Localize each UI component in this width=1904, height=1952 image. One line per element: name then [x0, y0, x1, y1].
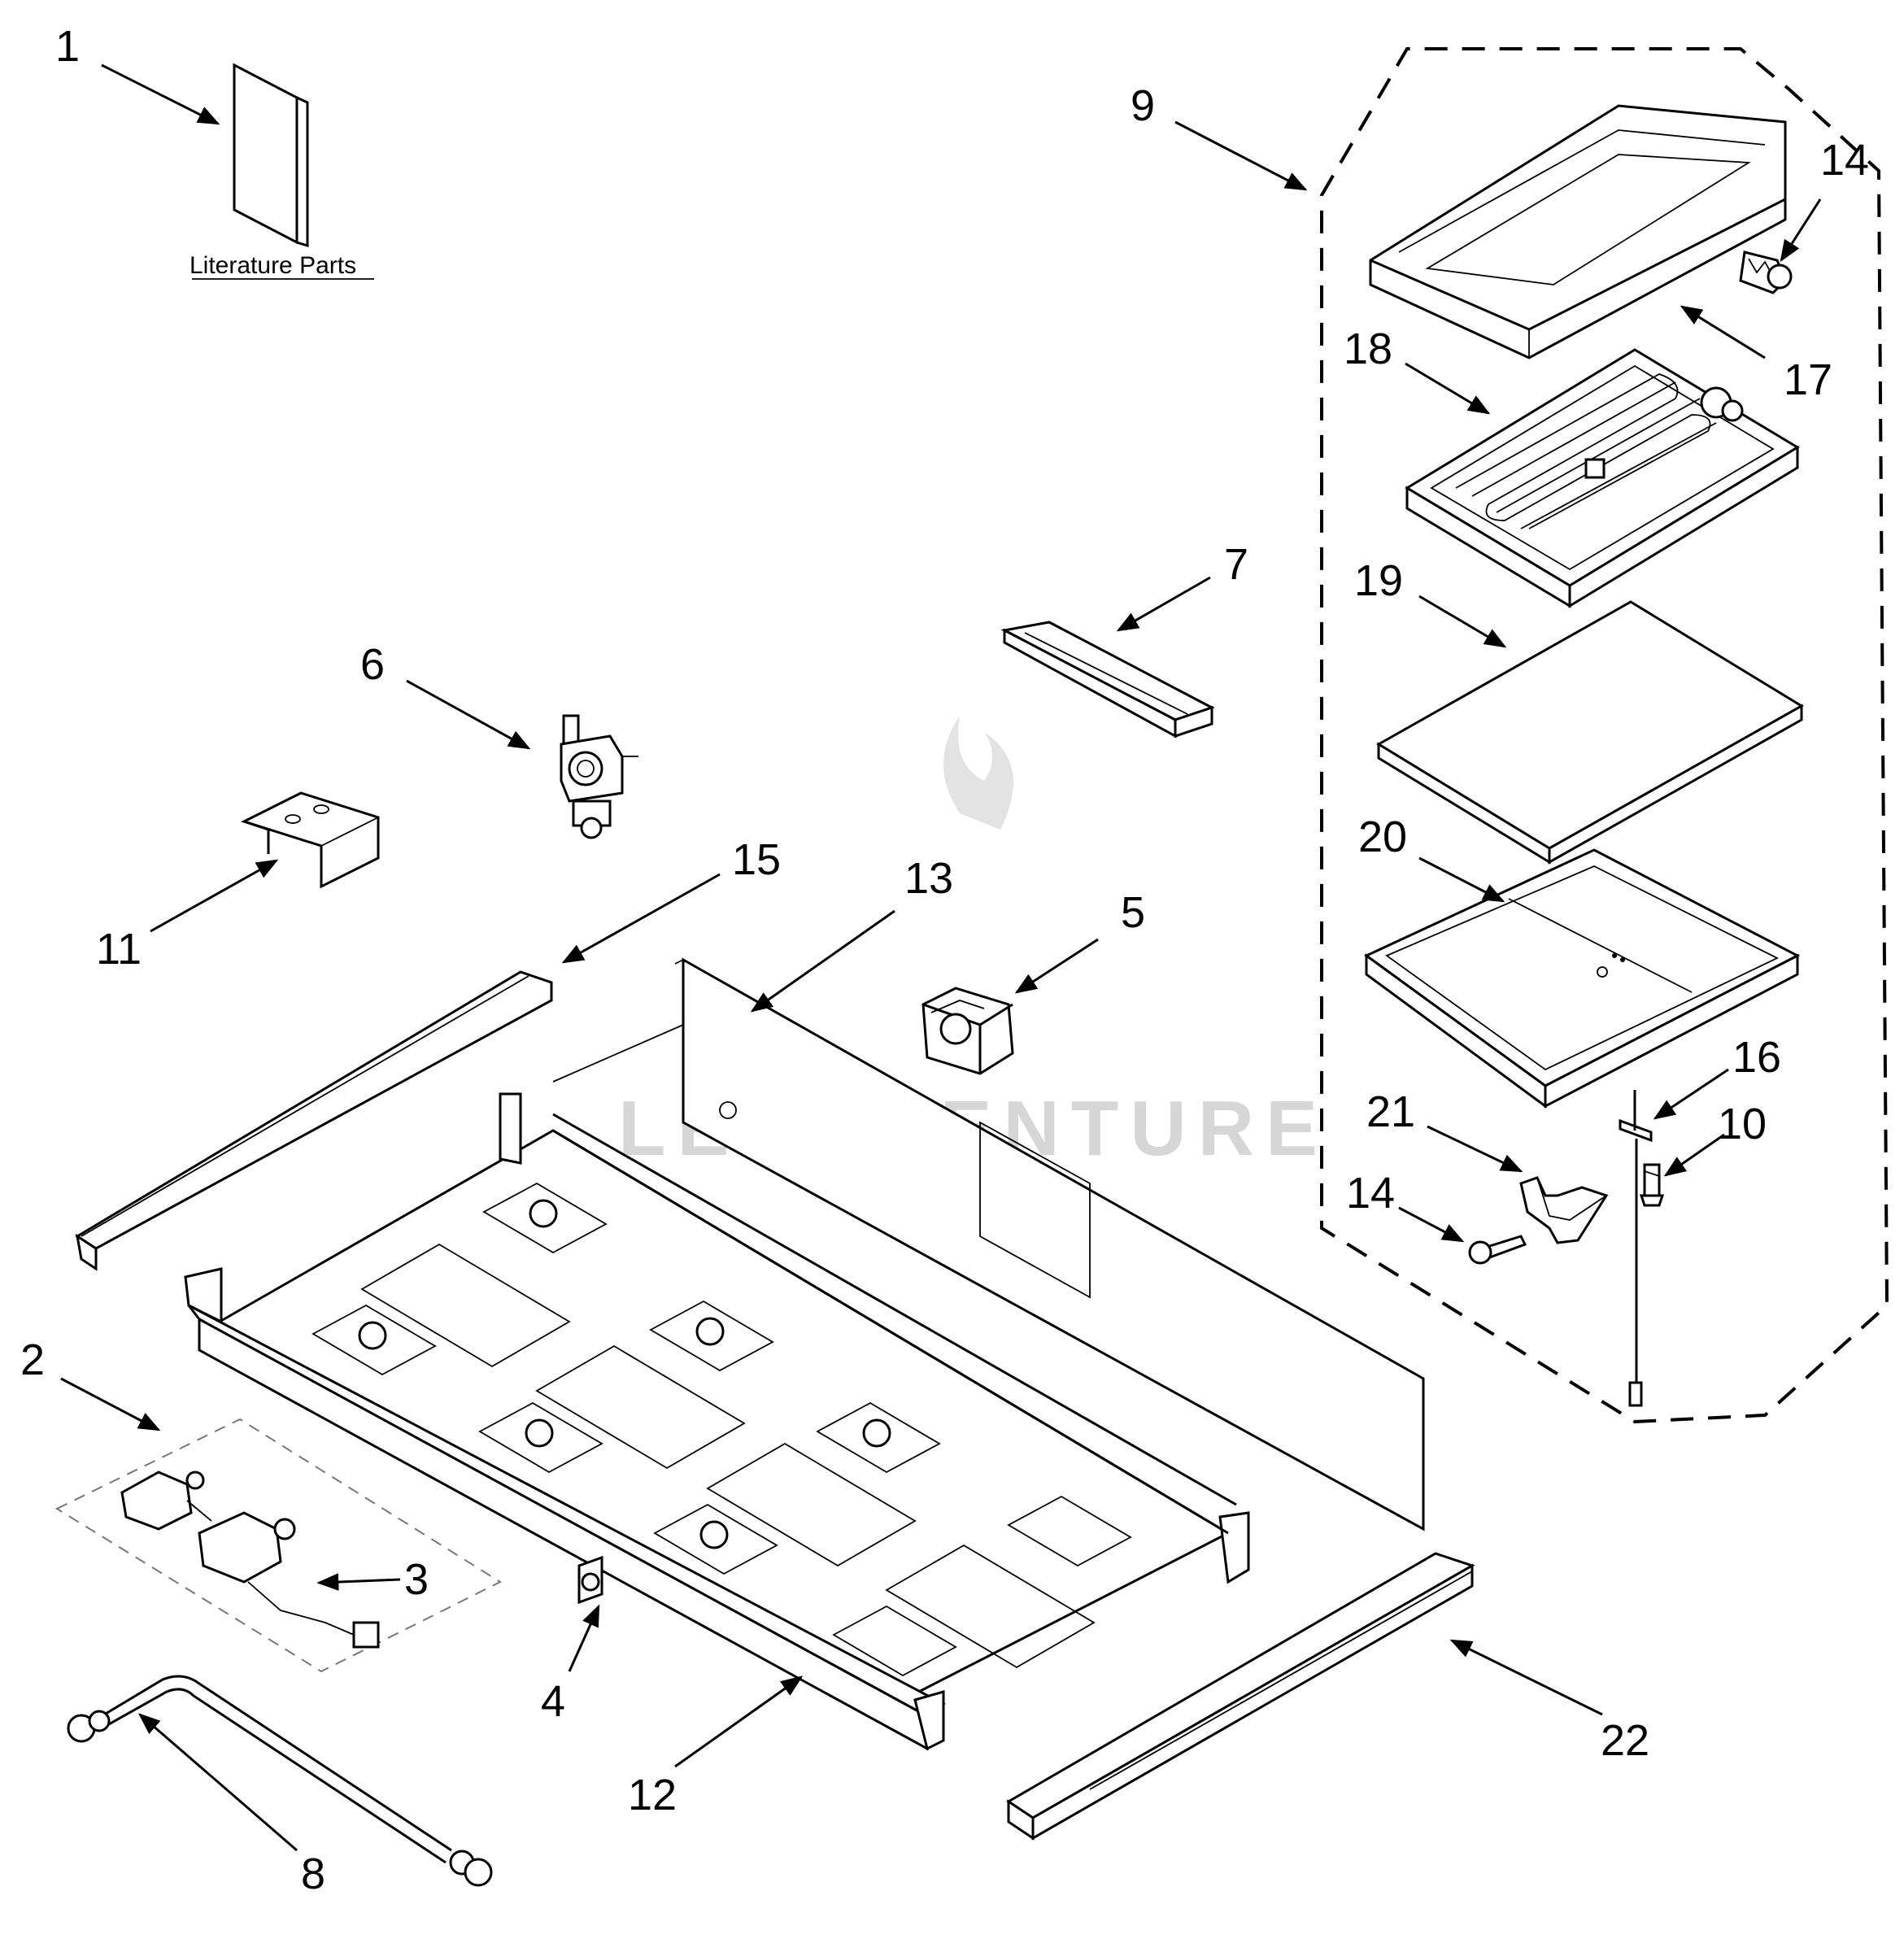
arrow-8 [137, 1713, 298, 1852]
part-5-regulator [922, 987, 1014, 1075]
arrow-13 [750, 909, 895, 1013]
part-14-screw-bottom [1468, 1235, 1527, 1265]
arrow-22 [1449, 1639, 1603, 1716]
part-8-gas-tube [67, 1675, 493, 1887]
part-1-literature-booklet: Literature Parts [190, 63, 374, 280]
burner-mount-8 [832, 1605, 957, 1677]
part-3-valve-harness [120, 1471, 380, 1649]
callout-15: 15 [732, 835, 781, 884]
part-7-drip-tray [1000, 621, 1215, 739]
callout-21: 21 [1366, 1087, 1415, 1136]
burner-mount-6 [653, 1503, 778, 1575]
callout-7: 7 [1224, 540, 1248, 589]
callout-20: 20 [1358, 813, 1407, 861]
arrow-4 [568, 1604, 600, 1672]
arrow-10 [1663, 1133, 1725, 1177]
part-10-screw [1639, 1163, 1665, 1207]
callout-12: 12 [628, 1771, 677, 1819]
part-21-bracket [1519, 1176, 1609, 1244]
part-11-bracket [241, 791, 380, 889]
callout-2: 2 [20, 1335, 45, 1384]
part-16-sensor-probe [1619, 1090, 1653, 1407]
literature-parts-label: Literature Parts [190, 252, 356, 279]
part-15-side-rail [75, 970, 553, 1271]
part-19-insulation-pad [1376, 600, 1804, 865]
part-2-valve-assembly-outline [54, 1418, 503, 1673]
callout-1: 1 [55, 22, 80, 71]
callout-10: 10 [1718, 1100, 1767, 1148]
callout-18: 18 [1344, 325, 1392, 373]
callout-22: 22 [1601, 1716, 1649, 1765]
callout-14-top: 14 [1820, 136, 1869, 185]
arrow-18 [1405, 362, 1491, 415]
part-17-griddle-plate [1369, 104, 1787, 359]
part-6-valve [560, 714, 638, 839]
arrow-16 [1653, 1068, 1729, 1120]
arrow-6 [406, 679, 531, 750]
part-14-screw-top [1739, 251, 1793, 294]
burner-mount-1 [482, 1182, 608, 1254]
callout-14-bottom: 14 [1346, 1169, 1395, 1218]
arrow-17 [1680, 305, 1766, 359]
arrow-19 [1418, 595, 1507, 648]
part-22-front-rail [1006, 1552, 1475, 1841]
part-4-switch [577, 1555, 603, 1605]
arrow-14b [1398, 1206, 1465, 1243]
burner-mount-2 [312, 1304, 437, 1376]
arrow-15 [561, 873, 721, 964]
callout-9: 9 [1131, 81, 1155, 130]
arrow-11 [150, 859, 279, 933]
callout-3: 3 [404, 1555, 429, 1604]
arrow-21 [1427, 1125, 1523, 1173]
arrow-7 [1116, 576, 1211, 632]
burner-mount-3 [649, 1300, 774, 1372]
part-20-tray [1364, 848, 1801, 1109]
callout-17: 17 [1784, 355, 1832, 404]
arrow-3 [316, 1573, 401, 1591]
arrow-1 [101, 63, 220, 125]
callout-6: 6 [360, 640, 385, 689]
callout-4: 4 [541, 1677, 565, 1726]
leader-arrows [60, 63, 1822, 1852]
callout-19: 19 [1354, 556, 1403, 605]
arrow-9 [1174, 120, 1308, 191]
part-18-heating-element-frame [1405, 348, 1800, 608]
part-12-burner-box [184, 1092, 1250, 1751]
part-9-griddle-assembly-outline [1320, 47, 1889, 1424]
callout-11: 11 [96, 925, 142, 974]
arrow-12 [674, 1675, 804, 1768]
arrow-5 [1014, 938, 1099, 994]
arrow-20 [1418, 856, 1505, 903]
part-13-back-panel [552, 957, 1425, 1532]
callout-8: 8 [301, 1850, 325, 1898]
callout-16: 16 [1732, 1033, 1781, 1082]
callout-13: 13 [904, 854, 953, 903]
callout-5: 5 [1121, 888, 1145, 937]
callout-numbers: 1 2 3 4 5 6 7 8 9 10 11 12 13 14 14 15 1… [20, 22, 1869, 1898]
burner-mount-4 [478, 1401, 603, 1474]
burner-mount-7 [1007, 1495, 1132, 1567]
burner-mount-5 [816, 1401, 941, 1474]
arrow-14a [1780, 198, 1822, 263]
arrow-2 [60, 1377, 161, 1431]
